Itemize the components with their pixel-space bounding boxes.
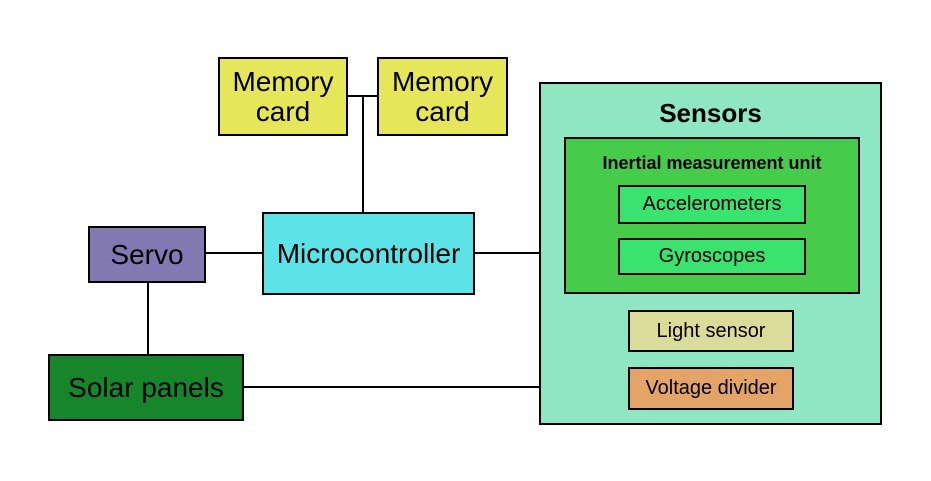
memory-card-1: Memory card: [218, 57, 348, 136]
solar-panels-label: Solar panels: [68, 371, 224, 403]
microcontroller-label: Microcontroller: [276, 237, 461, 269]
sensors-title: Sensors: [659, 98, 762, 128]
memory-card-1-label: Memory card: [232, 65, 334, 127]
imu-title: Inertial measurement unit: [602, 153, 822, 173]
memory-card-2: Memory card: [377, 57, 508, 136]
connector-microcontroller-sensors: [474, 252, 540, 254]
connector-servo-microcontroller: [205, 252, 263, 254]
memory-card-2-label: Memory card: [391, 65, 494, 127]
connector-solar-voltage-divider: [243, 386, 629, 388]
voltage-divider-block: Voltage divider: [628, 367, 794, 410]
voltage-divider-label: Voltage divider: [645, 377, 777, 399]
connector-memory-to-microcontroller: [362, 95, 364, 213]
light-sensor-label: Light sensor: [656, 319, 766, 342]
light-sensor-block: Light sensor: [628, 310, 794, 352]
accelerometers-block: Accelerometers: [618, 185, 806, 224]
gyroscopes-block: Gyroscopes: [618, 238, 806, 275]
sensors-group: Sensors Inertial measurement unit Accele…: [539, 82, 882, 425]
imu-group: Inertial measurement unit Accelerometers…: [564, 137, 860, 294]
connector-servo-solar: [147, 282, 149, 355]
servo-block: Servo: [88, 226, 206, 283]
solar-panels-block: Solar panels: [48, 354, 244, 421]
microcontroller-block: Microcontroller: [262, 212, 475, 295]
accelerometers-label: Accelerometers: [642, 193, 782, 215]
servo-label: Servo: [110, 238, 184, 270]
gyroscopes-label: Gyroscopes: [658, 245, 766, 267]
